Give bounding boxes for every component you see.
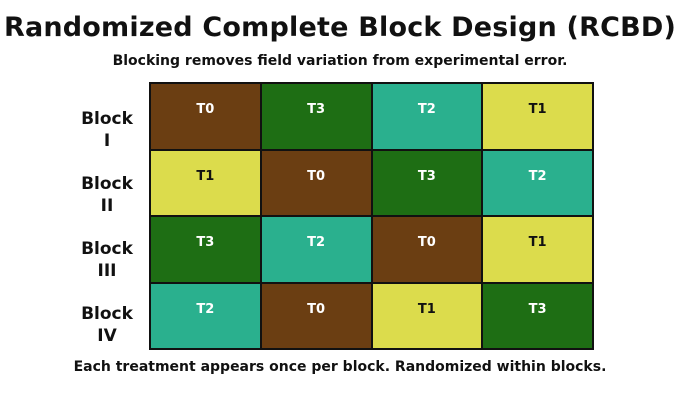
plot-cell: T3 xyxy=(483,283,592,348)
block-label-4: Block IV xyxy=(72,303,142,347)
plot-cell: T0 xyxy=(261,150,371,215)
plot-cell: T1 xyxy=(151,150,260,215)
plot-cell: T2 xyxy=(151,283,260,348)
plot-cell: T0 xyxy=(372,217,482,282)
block-label-1: Block I xyxy=(72,108,142,152)
block-label-numeral: IV xyxy=(97,326,117,346)
plot-cell: T3 xyxy=(151,217,260,282)
block-label-word: Block xyxy=(81,174,133,194)
plot-cell: T2 xyxy=(261,217,371,282)
block-label-numeral: I xyxy=(103,131,111,151)
block-label-numeral: II xyxy=(100,196,114,216)
plot-cell: T3 xyxy=(372,150,482,215)
plot-cell: T2 xyxy=(483,150,592,215)
block-label-word: Block xyxy=(81,304,133,324)
plot-grid: T0 T3 T2 T1 T1 T0 T3 T2 T3 T2 T0 T1 T2 T… xyxy=(149,82,594,350)
block-label-word: Block xyxy=(81,109,133,129)
plot-cell: T1 xyxy=(483,84,592,149)
block-label-word: Block xyxy=(81,239,133,259)
block-label-2: Block II xyxy=(72,173,142,217)
plot-cell: T0 xyxy=(261,283,371,348)
plot-cell: T2 xyxy=(372,84,482,149)
diagram-title: Randomized Complete Block Design (RCBD) xyxy=(3,12,677,43)
plot-cell: T1 xyxy=(483,217,592,282)
block-label-numeral: III xyxy=(97,261,117,281)
plot-cell: T3 xyxy=(261,84,371,149)
diagram-subtitle: Blocking removes field variation from ex… xyxy=(112,53,568,69)
plot-cell: T1 xyxy=(372,283,482,348)
plot-cell: T0 xyxy=(151,84,260,149)
block-label-3: Block III xyxy=(72,238,142,282)
diagram-footer: Each treatment appears once per block. R… xyxy=(73,359,607,375)
